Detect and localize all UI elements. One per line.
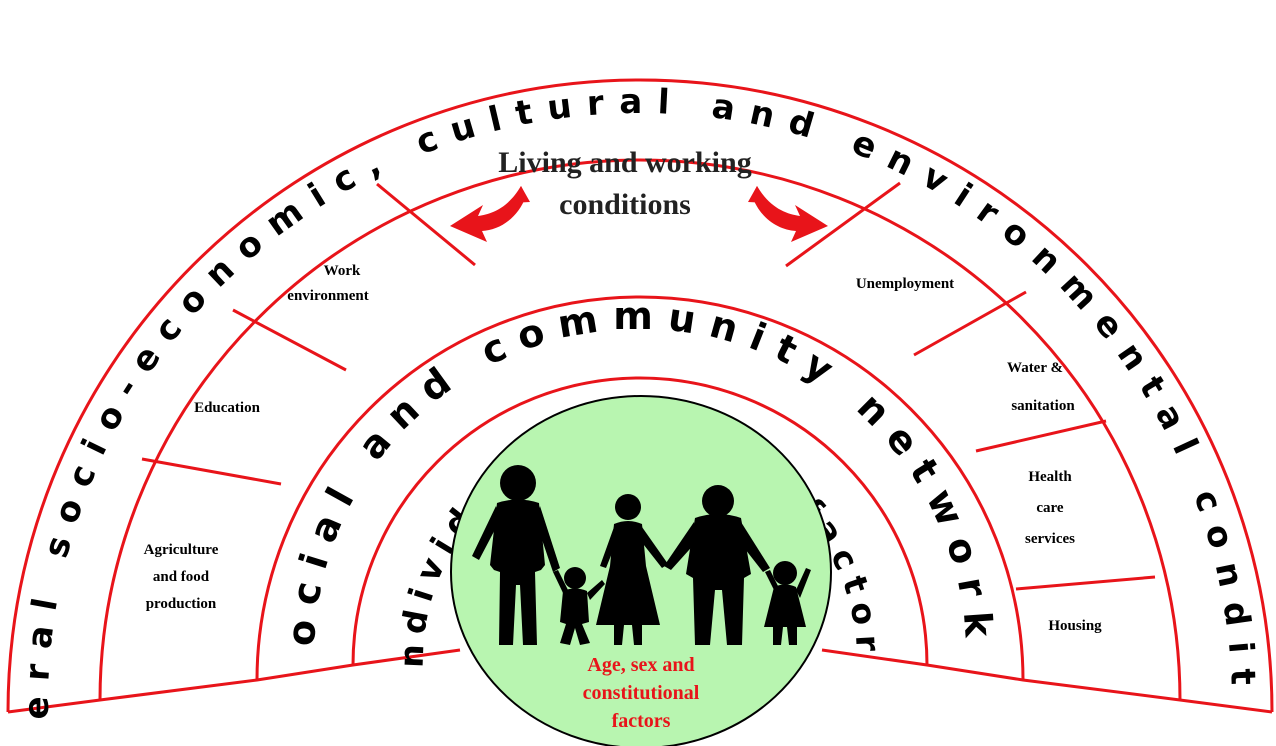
health-label-3: services xyxy=(1025,531,1075,547)
divider-health-housing xyxy=(1015,575,1156,591)
core-label-2: constitutional xyxy=(583,682,700,704)
ring-arcs xyxy=(6,78,1274,714)
water-label-2: sanitation xyxy=(1011,398,1075,414)
segment-health-care: Health care services xyxy=(1025,469,1075,547)
segment-housing: Housing xyxy=(1048,618,1102,634)
divider-work-living xyxy=(376,182,476,267)
water-label-1: Water & xyxy=(1007,360,1063,376)
outer-arc xyxy=(6,78,1274,713)
agriculture-label-1: Agriculture xyxy=(144,542,219,558)
segment-education: Education xyxy=(194,400,261,416)
divider-edu-work xyxy=(232,308,347,372)
unemployment-label: Unemployment xyxy=(856,276,954,292)
agriculture-label-2: and food xyxy=(153,569,210,585)
segment-unemployment: Unemployment xyxy=(856,276,954,292)
work-label-2: environment xyxy=(287,288,368,304)
health-label-2: care xyxy=(1036,500,1064,516)
living-outer-arc xyxy=(98,158,1182,701)
housing-label: Housing xyxy=(1048,618,1102,634)
core-label-1: Age, sex and xyxy=(587,654,694,676)
health-label-1: Health xyxy=(1028,469,1072,485)
core-label: Age, sex and constitutional factors xyxy=(583,654,700,732)
living-working-title: Living and working conditions xyxy=(498,146,751,221)
divider-water-health xyxy=(975,419,1107,453)
divider-agri-edu xyxy=(141,457,282,486)
right-curved-arrow-icon xyxy=(748,186,828,242)
segment-work-environment: Work environment xyxy=(287,263,368,304)
base-left xyxy=(7,648,461,714)
divider-unemp-water xyxy=(913,290,1027,357)
segment-dividers xyxy=(141,181,1156,591)
work-label-1: Work xyxy=(324,263,361,279)
family-silhouette-icon xyxy=(472,465,811,645)
segment-water-sanitation: Water & sanitation xyxy=(1007,360,1075,414)
left-curved-arrow-icon xyxy=(450,186,530,242)
divider-living-unemp xyxy=(785,181,901,268)
living-inner-arc xyxy=(255,295,1025,681)
living-title-line1: Living and working xyxy=(498,146,751,179)
agriculture-label-3: production xyxy=(146,596,217,612)
living-title-line2: conditions xyxy=(559,188,691,221)
base-right xyxy=(821,648,1273,714)
core-label-3: factors xyxy=(612,710,671,732)
segment-agriculture: Agriculture and food production xyxy=(144,542,219,612)
education-label: Education xyxy=(194,400,261,416)
social-inner-arc xyxy=(351,376,929,666)
